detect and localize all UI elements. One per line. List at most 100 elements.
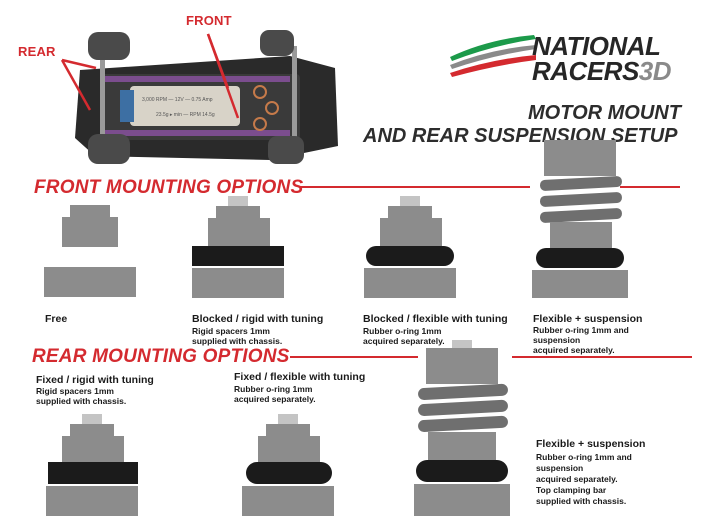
front-option-flexible-desc-1: Rubber o-ring 1mm [363, 326, 442, 336]
screw-head [228, 196, 248, 206]
lower-block [364, 268, 456, 298]
screw-head [82, 414, 102, 424]
rear-option-suspension-desc-1: Rubber o-ring 1mm and [536, 452, 632, 462]
front-option-rigid-title: Blocked / rigid with tuning [192, 313, 324, 325]
rear-option-rigid-desc-2: supplied with chassis. [36, 396, 127, 406]
copper-coil [253, 85, 267, 99]
upper-block-top [388, 206, 432, 218]
rear-option-suspension-desc-3: acquired separately. [536, 474, 618, 484]
rear-option-flexible-desc-2: acquired separately. [234, 394, 316, 404]
copper-coil [253, 117, 267, 131]
rear-heading-rule [290, 356, 418, 358]
chassis-rail-top [105, 76, 290, 82]
front-option-rigid-diagram [192, 196, 284, 298]
lower-block [414, 484, 510, 516]
front-heading-rule [300, 186, 530, 188]
spring-coil [418, 383, 508, 400]
logo-gray-stripe [450, 45, 536, 69]
screw-head [452, 340, 472, 348]
front-option-flexible-desc-2: acquired separately. [363, 336, 445, 346]
upper-block [62, 217, 118, 247]
rear-option-suspension-title: Flexible + suspension [536, 438, 646, 450]
front-option-rigid-desc-2: supplied with chassis. [192, 336, 283, 346]
screw-head [400, 196, 420, 206]
front-option-suspension-desc-1: Rubber o-ring 1mm and [533, 325, 629, 335]
brand-name-line1: NATIONAL [532, 31, 661, 61]
lower-block [242, 486, 334, 516]
motor-end-bell [120, 90, 134, 122]
motor-can [130, 86, 240, 126]
upper-block-top [70, 205, 110, 217]
rear-option-suspension-desc-5: supplied with chassis. [536, 496, 627, 506]
rear-pointer-arrow [61, 58, 97, 70]
motor-label: 3,000 RPM — 12V — 0.75 Amp [142, 97, 213, 103]
upper-block-top [70, 424, 114, 436]
rear-pointer-arrow [60, 59, 92, 111]
rear-option-rigid-desc-1: Rigid spacers 1mm [36, 386, 114, 396]
brand-name-line2: RACERS3D [532, 56, 672, 87]
front-heading-rule-right [620, 186, 680, 188]
spring-coil [539, 176, 622, 191]
wheel-rear-bottom [88, 134, 130, 164]
chassis-illustration: 3,000 RPM — 12V — 0.75 Amp 23.5g ▸ min —… [60, 30, 338, 164]
rubber-o-ring [416, 460, 508, 482]
front-option-rigid-desc-1: Rigid spacers 1mm [192, 326, 270, 336]
lower-block [192, 268, 284, 298]
lower-block [532, 270, 628, 298]
rigid-spacer [48, 462, 138, 484]
wheel-front-bottom [268, 136, 304, 164]
front-option-suspension-diagram [532, 140, 628, 298]
spring-coil [539, 192, 622, 207]
front-option-suspension-desc-3: acquired separately. [533, 345, 615, 355]
wheel-rear-top [88, 32, 130, 60]
rear-section-heading: REAR MOUNTING OPTIONS [32, 346, 290, 367]
motor-label-2: 23.5g ▸ min — RPM 14.5g [156, 112, 215, 118]
rear-heading-rule-right [512, 356, 692, 358]
front-option-free-diagram [44, 205, 136, 297]
upper-block-top [216, 206, 260, 218]
front-option-free-title: Free [45, 313, 68, 325]
rear-option-flexible-desc-1: Rubber o-ring 1mm [234, 384, 313, 394]
upper-block [208, 218, 270, 246]
rear-option-suspension-desc-4: Top clamping bar [536, 485, 607, 495]
rear-option-rigid-title: Fixed / rigid with tuning [36, 374, 154, 386]
rubber-o-ring [366, 246, 454, 266]
rear-option-rigid-diagram [46, 414, 138, 516]
rear-option-suspension-desc-2: suspension [536, 463, 584, 473]
brand-name-3d: 3D [638, 56, 672, 86]
logo-green-stripe [450, 35, 536, 61]
upper-block [380, 218, 442, 248]
upper-block-top [266, 424, 310, 436]
front-option-flexible-diagram [364, 196, 456, 298]
rubber-o-ring [246, 462, 332, 484]
front-option-suspension-title: Flexible + suspension [533, 313, 643, 325]
upper-block [426, 348, 498, 384]
brand-name-racers: RACERS [532, 56, 639, 86]
upper-block [62, 436, 124, 462]
front-section-heading: FRONT MOUNTING OPTIONS [34, 177, 304, 198]
front-axle [292, 46, 297, 150]
front-pointer-arrow [206, 33, 240, 119]
chassis-rail-bottom [105, 130, 290, 136]
front-label: FRONT [186, 13, 232, 28]
spring-center [428, 432, 496, 462]
copper-coil [265, 101, 279, 115]
rear-option-suspension-diagram [414, 340, 510, 516]
rear-option-flexible-title: Fixed / flexible with tuning [234, 371, 366, 383]
upper-block [544, 140, 616, 176]
lower-block [44, 267, 136, 297]
lower-block [46, 486, 138, 516]
front-option-flexible-title: Blocked / flexible with tuning [363, 313, 508, 325]
rear-option-flexible-diagram [242, 414, 334, 516]
rigid-spacer [192, 246, 284, 266]
front-option-suspension-desc-2: suspension [533, 335, 581, 345]
upper-block [258, 436, 320, 464]
screw-head [278, 414, 298, 424]
wheel-front-top [260, 30, 294, 56]
rear-axle [100, 46, 105, 150]
spring-coil [418, 399, 508, 416]
spring-coil [539, 208, 622, 223]
rubber-o-ring [536, 248, 624, 268]
logo-red-stripe [450, 55, 536, 77]
page-title-line1: MOTOR MOUNT [528, 102, 681, 124]
